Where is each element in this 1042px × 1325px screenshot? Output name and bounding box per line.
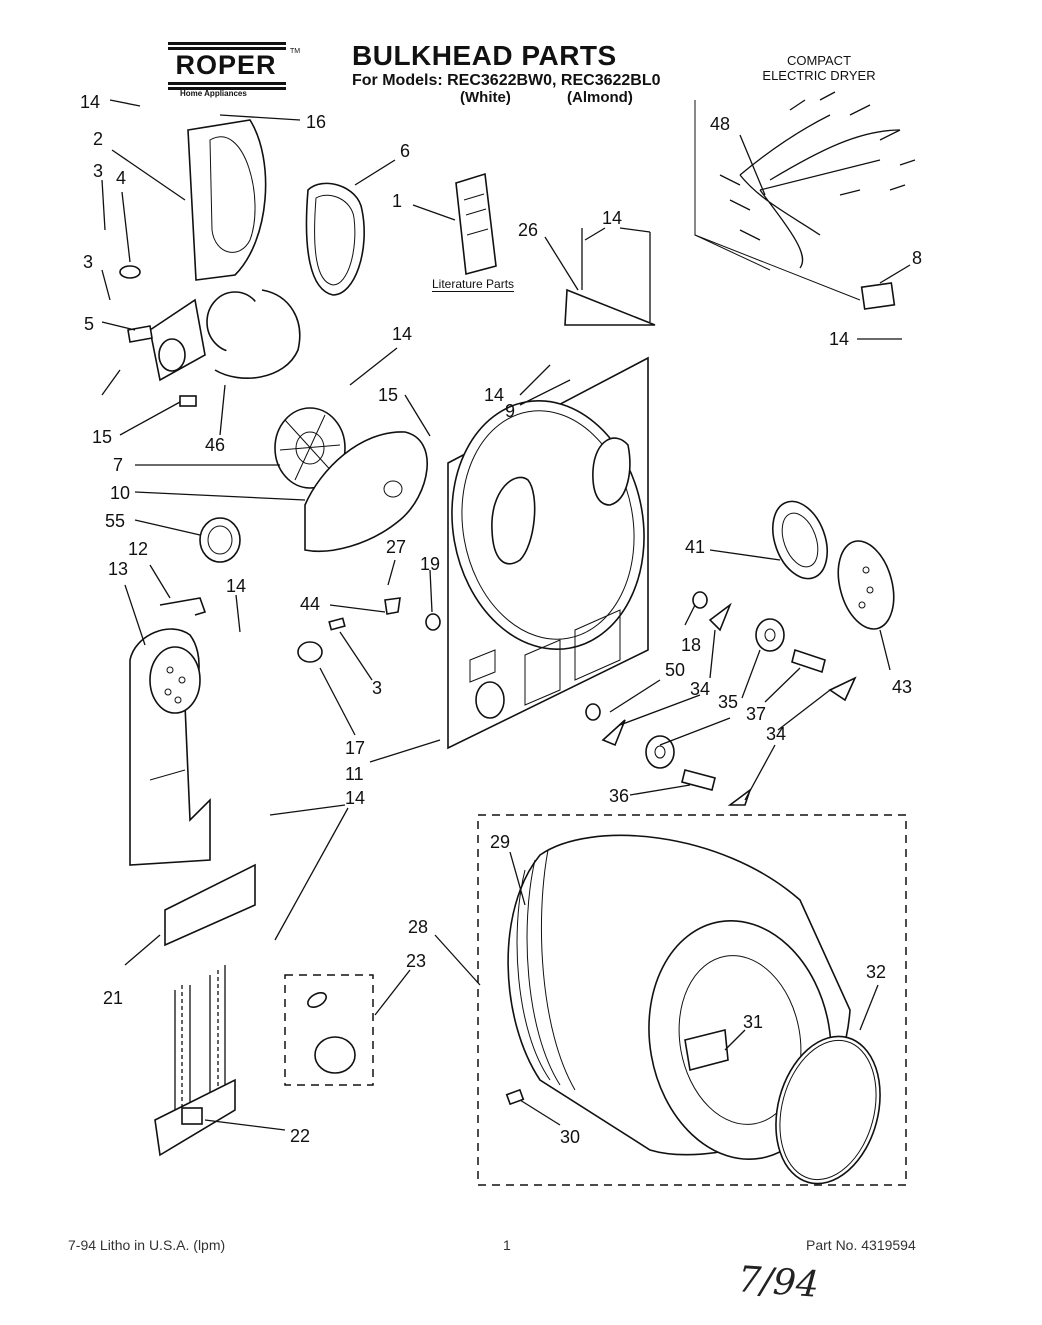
callout: 14 (392, 324, 412, 344)
callout: 15 (92, 427, 112, 447)
callout: 18 (681, 635, 701, 655)
color-almond: (Almond) (567, 89, 633, 106)
callout: 37 (746, 704, 766, 724)
idler-assembly (585, 591, 857, 806)
drum-29 (507, 834, 851, 1161)
color-white: (White) (460, 89, 511, 106)
callout: 3 (83, 252, 93, 272)
callout: 26 (518, 220, 538, 240)
kit-box-23 (284, 974, 374, 1086)
drum-box-28 (477, 814, 907, 1186)
callout: 41 (685, 537, 705, 557)
clip-12 (159, 597, 207, 616)
literature-parts-label: Literature Parts (432, 277, 515, 292)
footer-part-number: Part No. 4319594 (806, 1237, 916, 1253)
callout: 10 (110, 483, 130, 503)
product-line-1: COMPACT (786, 53, 852, 68)
callout: 29 (490, 832, 510, 852)
callout: 8 (912, 248, 922, 268)
callout: 14 (345, 788, 365, 808)
belt-32 (775, 1035, 881, 1185)
rear-bracket-13 (129, 597, 211, 866)
callout: 1 (392, 191, 402, 211)
footer-print-info: 7-94 Litho in U.S.A. (lpm) (68, 1237, 226, 1253)
callout: 15 (378, 385, 398, 405)
product-line-2: ELECTRIC DRYER (762, 68, 876, 83)
brand-tagline: Home Appliances (180, 89, 247, 98)
duct-assembly-2 (187, 119, 365, 296)
callout: 14 (226, 576, 246, 596)
callout: 5 (84, 314, 94, 334)
handwritten-date: 7/94 (736, 1259, 821, 1306)
baffle-31 (684, 1028, 729, 1071)
callout: 32 (866, 962, 886, 982)
wiring-harness-drawing (694, 91, 916, 310)
callout: 21 (103, 988, 123, 1008)
callout: 30 (560, 1127, 580, 1147)
callout: 14 (602, 208, 622, 228)
callout: 6 (400, 141, 410, 161)
callout: 46 (205, 435, 225, 455)
bracket-26 (564, 288, 656, 326)
callout: 11 (345, 764, 364, 784)
part-27-44 (384, 597, 401, 615)
callout: 50 (665, 660, 685, 680)
callout: 4 (116, 168, 126, 188)
callout: 34 (766, 724, 786, 744)
callout: 43 (892, 677, 912, 697)
heater-element-22 (154, 863, 256, 1157)
brand-name: ROPER (175, 50, 277, 80)
callout: 55 (105, 511, 125, 531)
leader-lines (101, 99, 911, 1131)
callout: 9 (505, 401, 515, 421)
blower-cover-10 (304, 431, 428, 553)
callout: 17 (345, 738, 365, 758)
callout: 14 (484, 385, 504, 405)
bearing-17 (297, 641, 323, 663)
callout: 14 (80, 92, 100, 112)
callout: 14 (829, 329, 849, 349)
callout: 3 (372, 678, 382, 698)
trademark-mark: TM (290, 48, 301, 55)
callout: 13 (108, 559, 128, 579)
lint-filter-41 (772, 500, 828, 580)
product-type: COMPACT ELECTRIC DRYER (752, 53, 886, 83)
grille-43 (837, 540, 895, 630)
bulkhead-panel-11 (447, 356, 649, 750)
seal-55 (199, 517, 241, 563)
callout: 34 (690, 679, 710, 699)
callout: 22 (290, 1126, 310, 1146)
roper-logo: ROPER (160, 42, 292, 90)
callout: 23 (406, 951, 426, 971)
washer-19 (425, 613, 441, 631)
callout: 35 (718, 692, 738, 712)
callout-labels: 14 16 2 6 3 4 1 26 14 48 8 3 5 14 14 15 … (80, 92, 922, 1147)
callout: 19 (420, 554, 440, 574)
callout: 3 (93, 161, 103, 181)
callout: 12 (128, 539, 148, 559)
callout: 2 (93, 129, 103, 149)
callout: 44 (300, 594, 320, 614)
callout: 48 (710, 114, 730, 134)
footer-page-number: 1 (503, 1237, 511, 1253)
callout: 36 (609, 786, 629, 806)
callout: 16 (306, 112, 326, 132)
page-title: BULKHEAD PARTS (352, 40, 617, 71)
callout: 27 (386, 537, 406, 557)
callout: 31 (743, 1012, 763, 1032)
models-line: For Models: REC3622BW0, REC3622BL0 (352, 72, 661, 89)
callout: 7 (113, 455, 123, 475)
blower-housing-parts (119, 265, 301, 407)
blower-wheel-7 (274, 407, 346, 489)
literature-booklet (455, 172, 497, 276)
callout: 28 (408, 917, 428, 937)
part-8-block (860, 282, 896, 310)
